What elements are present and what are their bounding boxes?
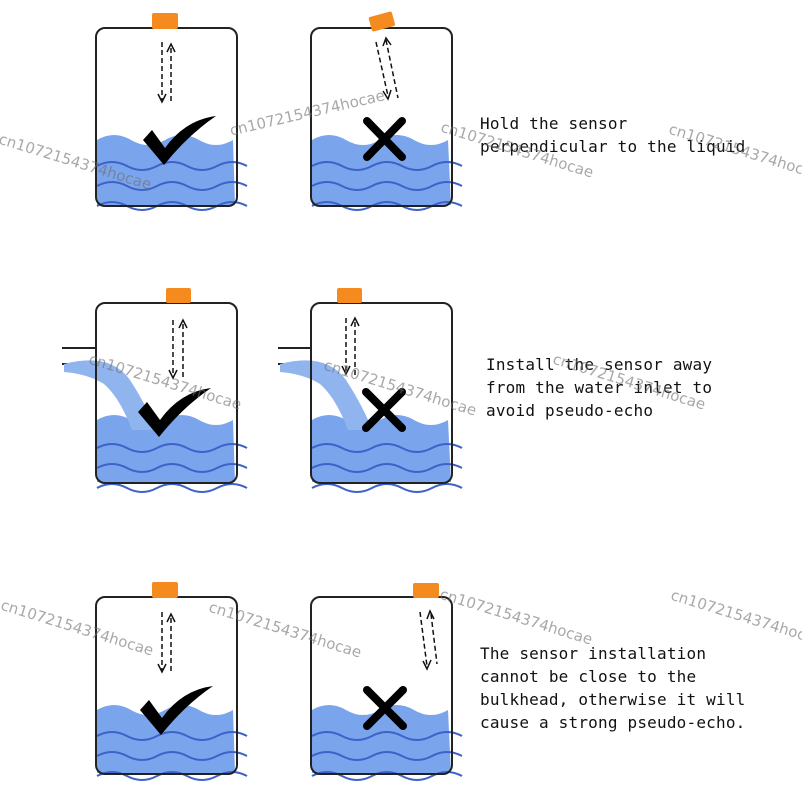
echo-up-arrow [385, 39, 399, 99]
water [97, 705, 235, 773]
inlet-water-stream [280, 360, 372, 430]
caption-inlet: Install the sensor away from the water i… [486, 355, 713, 420]
sensor-icon [413, 583, 439, 598]
tank-outline [310, 302, 453, 484]
caption-perpendicular: Hold the sensor perpendicular to the liq… [480, 114, 746, 156]
sensor-icon [368, 11, 395, 32]
tank-outline [95, 302, 238, 484]
echo-down-arrow [419, 611, 428, 667]
water [312, 415, 451, 482]
cross-icon [363, 117, 406, 161]
cross-icon [362, 388, 406, 432]
panel-bulkhead-wrong [310, 583, 463, 781]
check-icon [140, 686, 213, 735]
water [97, 135, 235, 205]
sensor-icon [152, 582, 178, 598]
sensor-icon [152, 13, 178, 29]
tank-outline [310, 596, 453, 775]
panel-bulkhead-correct [95, 582, 248, 781]
sensor-icon [337, 288, 362, 303]
caption-bulkhead: The sensor installation cannot be close … [480, 644, 746, 732]
panel-inlet-wrong [278, 288, 463, 493]
water [312, 705, 451, 773]
water [97, 415, 235, 482]
panel-perpendicular-wrong [310, 11, 463, 211]
inlet-water-stream [64, 360, 156, 430]
echo-down-arrow [375, 41, 389, 97]
echo-up-arrow [430, 613, 438, 665]
panel-inlet-correct [62, 288, 248, 493]
check-icon [143, 116, 216, 165]
panel-perpendicular-correct [95, 13, 248, 211]
sensor-icon [166, 288, 191, 303]
check-icon [138, 388, 211, 437]
cross-icon [363, 686, 407, 730]
